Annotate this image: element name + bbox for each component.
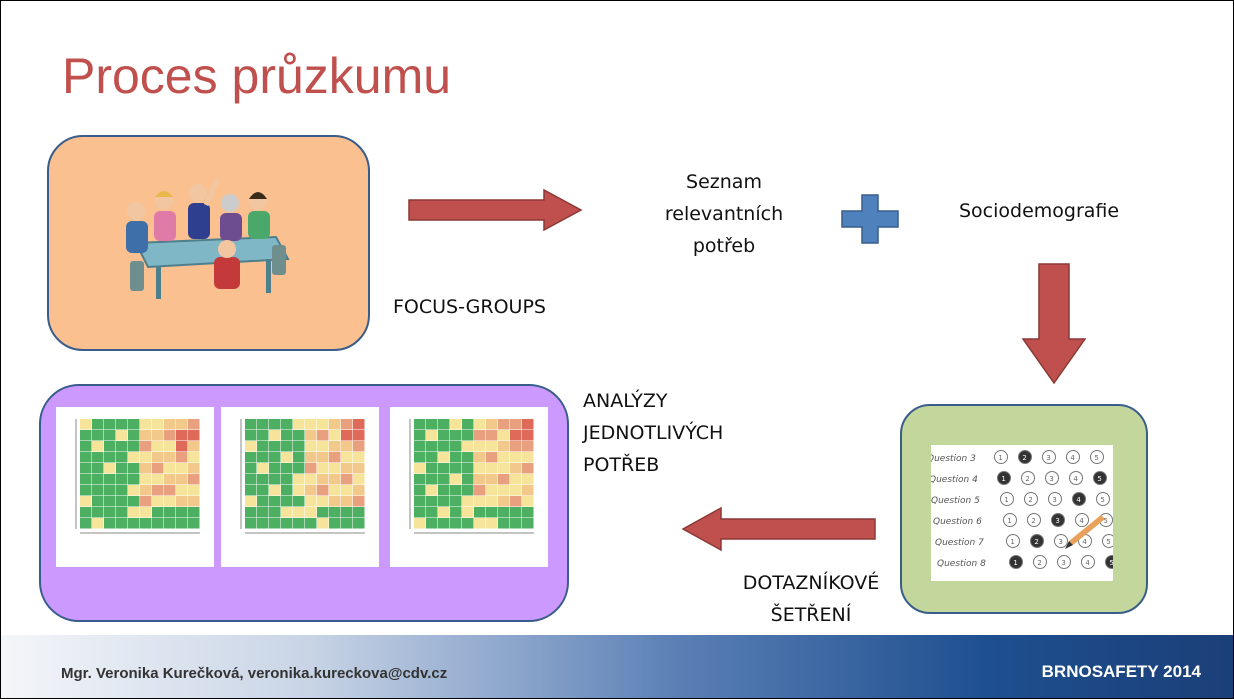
svg-text:1: 1 — [1010, 538, 1014, 546]
footer-bar — [1, 635, 1233, 698]
survey-label: DOTAZNÍKOVÉ ŠETŘENÍ — [701, 567, 921, 631]
svg-text:5: 5 — [1106, 538, 1110, 546]
question-label: Question 7 — [935, 538, 984, 548]
analysis-label: ANALÝZY JEDNOTLIVÝCH POTŘEB — [583, 385, 723, 481]
arrow-down — [1021, 263, 1087, 385]
question-label: Question 3 — [931, 454, 976, 464]
svg-text:4: 4 — [1076, 496, 1081, 504]
svg-text:3: 3 — [1055, 517, 1059, 525]
svg-text:2: 2 — [1034, 538, 1038, 546]
focus-groups-label: FOCUS-GROUPS — [393, 296, 546, 318]
svg-text:3: 3 — [1058, 538, 1062, 546]
svg-text:3: 3 — [1049, 475, 1053, 483]
meeting-illustration — [126, 177, 290, 299]
svg-text:5: 5 — [1094, 454, 1098, 462]
analysis-label-line-3: POTŘEB — [583, 454, 660, 476]
svg-text:3: 3 — [1046, 454, 1050, 462]
needs-label-line-3: potřeb — [692, 235, 756, 257]
svg-text:2: 2 — [1031, 517, 1035, 525]
survey-label-line-1: DOTAZNÍKOVÉ — [742, 572, 880, 594]
analysis-label-line-1: ANALÝZY — [583, 390, 668, 412]
svg-text:1: 1 — [1001, 475, 1005, 483]
svg-text:2: 2 — [1025, 475, 1029, 483]
footer-event: BRNOSAFETY 2014 — [1041, 662, 1201, 681]
heatmap-panel-2 — [221, 407, 379, 567]
plus-icon — [841, 194, 899, 244]
question-label: Question 8 — [937, 559, 986, 569]
heatmap-panel-1 — [56, 407, 214, 567]
svg-text:3: 3 — [1061, 559, 1065, 567]
arrow-right-1 — [408, 188, 583, 232]
svg-text:2: 2 — [1028, 496, 1032, 504]
svg-text:4: 4 — [1085, 559, 1090, 567]
question-label: Question 4 — [931, 475, 978, 485]
svg-text:2: 2 — [1037, 559, 1041, 567]
svg-text:4: 4 — [1079, 517, 1084, 525]
svg-text:5: 5 — [1109, 559, 1113, 567]
arrow-left — [681, 506, 876, 552]
needs-label-line-2: relevantních — [664, 203, 784, 225]
svg-text:1: 1 — [1013, 559, 1017, 567]
slide-title: Proces průzkumu — [62, 48, 452, 104]
svg-text:1: 1 — [998, 454, 1002, 462]
svg-text:5: 5 — [1100, 496, 1104, 504]
svg-text:2: 2 — [1022, 454, 1026, 462]
svg-text:4: 4 — [1073, 475, 1078, 483]
sociodemography-label: Sociodemografie — [959, 200, 1120, 222]
analysis-label-line-2: JEDNOTLIVÝCH — [583, 422, 724, 444]
svg-text:1: 1 — [1007, 517, 1011, 525]
svg-text:4: 4 — [1070, 454, 1075, 462]
svg-text:5: 5 — [1097, 475, 1101, 483]
svg-text:1: 1 — [1004, 496, 1008, 504]
heatmap-chart-2 — [240, 419, 365, 534]
needs-label-line-1: Seznam — [686, 171, 762, 193]
question-label: Question 5 — [931, 496, 980, 506]
svg-text:3: 3 — [1052, 496, 1056, 504]
svg-text:5: 5 — [1103, 517, 1107, 525]
heatmap-panel-3 — [390, 407, 548, 567]
survey-label-line-2: ŠETŘENÍ — [770, 604, 852, 626]
footer-author: Mgr. Veronika Kurečková, veronika.kureck… — [61, 665, 448, 682]
heatmap-chart-3 — [409, 419, 534, 534]
needs-list-label: Seznam relevantních potřeb — [629, 166, 819, 262]
svg-text:4: 4 — [1082, 538, 1087, 546]
question-label: Question 6 — [933, 517, 982, 527]
heatmap-chart-1 — [75, 419, 200, 534]
